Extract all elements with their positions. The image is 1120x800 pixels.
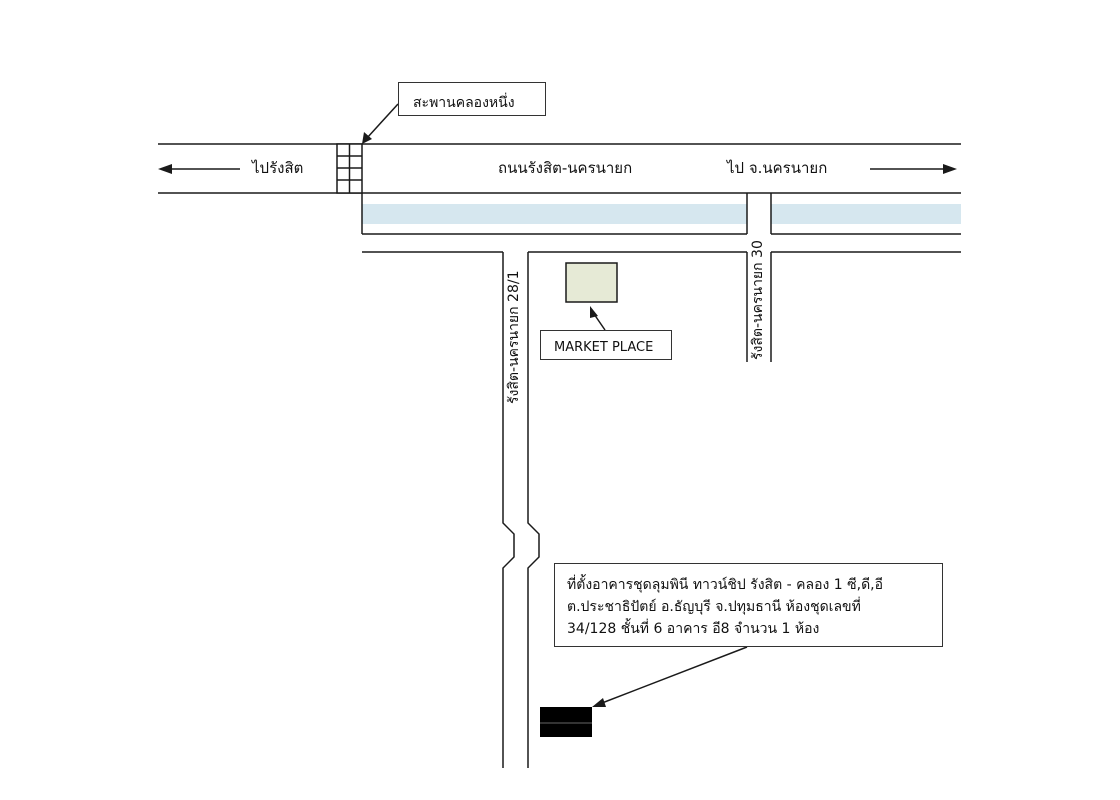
bridge-pointer-arrow [362,103,399,144]
direction-label-rangsit: ไปรังสิต [252,159,304,177]
location-line-1: ที่ตั้งอาคารชุดลุมพินี ทาวน์ชิป รังสิต -… [567,577,884,593]
direction-label-nakhon-nayok: ไป จ.นครนายก [727,159,828,177]
main-road-name: ถนนรังสิต-นครนายก [498,159,633,177]
location-callout: ที่ตั้งอาคารชุดลุมพินี ทาวน์ชิป รังสิต -… [554,563,943,647]
arrow-left-icon [158,164,240,174]
arrow-right-icon [870,164,957,174]
soi-28-1-label: รังสิต-นครนายก 28/1 [506,270,522,405]
soi-28-1-left-edge [502,252,515,768]
location-line-2: ต.ประชาธิปัตย์ อ.ธัญบุรี จ.ปทุมธานี ห้อง… [567,599,861,615]
market-place-building [565,262,618,303]
soi-28-1-right-edge [527,252,540,768]
market-pointer-arrow [590,306,606,331]
canal [771,204,961,224]
bridge-callout: สะพานคลองหนึ่ง [398,82,546,116]
canal [362,204,747,224]
condominium-building [540,707,592,737]
location-pointer-arrow [592,646,748,707]
location-line-3: 34/128 ชั้นที่ 6 อาคาร อี8 จำนวน 1 ห้อง [567,621,820,637]
bridge-icon [336,143,363,194]
soi-30-label: รังสิต-นครนายก 30 [750,240,766,360]
market-place-callout: MARKET PLACE [540,330,672,360]
